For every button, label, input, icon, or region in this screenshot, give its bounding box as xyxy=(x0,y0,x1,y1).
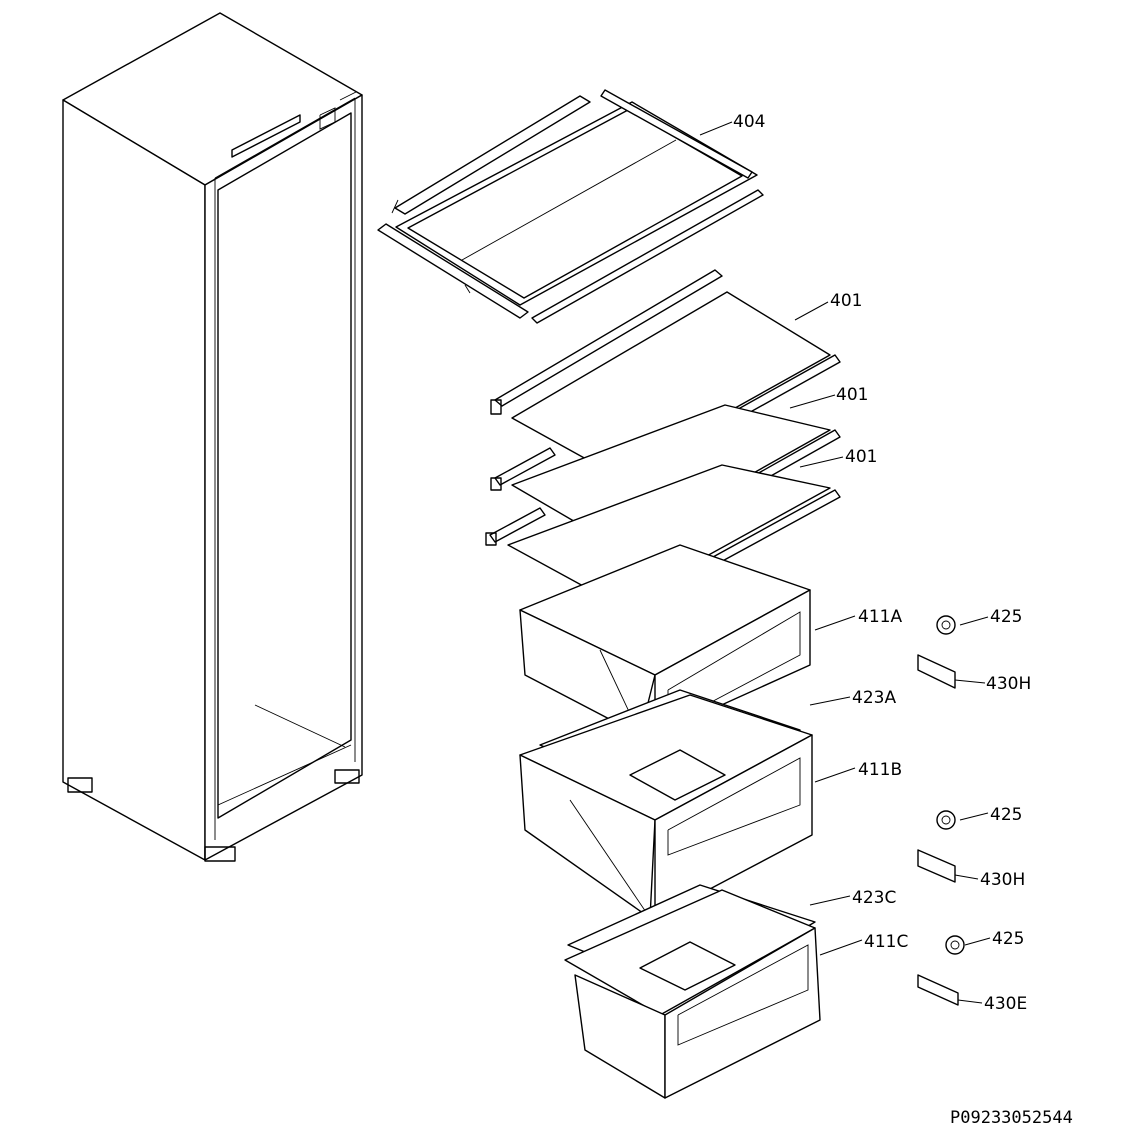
top-shelf-404 xyxy=(377,89,764,324)
roller-425-b xyxy=(936,810,956,830)
label-430e: 430E xyxy=(984,994,1027,1014)
label-404: 404 xyxy=(733,112,765,132)
label-430h-2: 430H xyxy=(980,870,1025,890)
document-code: P09233052544 xyxy=(950,1108,1073,1128)
label-425-3: 425 xyxy=(992,929,1024,949)
roller-425-a xyxy=(936,615,956,635)
label-425-1: 425 xyxy=(990,607,1022,627)
label-430h-1: 430H xyxy=(986,674,1031,694)
label-401-2: 401 xyxy=(836,385,868,405)
leader-lines xyxy=(699,121,991,1004)
label-411a: 411A xyxy=(858,607,902,627)
label-425-2: 425 xyxy=(990,805,1022,825)
rail-430h-b xyxy=(917,849,956,883)
drawer-411c xyxy=(564,884,821,1099)
cabinet xyxy=(62,12,363,862)
rail-430e xyxy=(917,974,959,1006)
drawer-411b xyxy=(519,689,813,919)
label-411b: 411B xyxy=(858,760,902,780)
label-423c: 423C xyxy=(852,888,896,908)
roller-425-c xyxy=(945,935,965,955)
rail-430h-a xyxy=(917,654,956,689)
label-401-3: 401 xyxy=(845,447,877,467)
label-401-1: 401 xyxy=(830,291,862,311)
label-423a: 423A xyxy=(852,688,896,708)
label-411c: 411C xyxy=(864,932,908,952)
